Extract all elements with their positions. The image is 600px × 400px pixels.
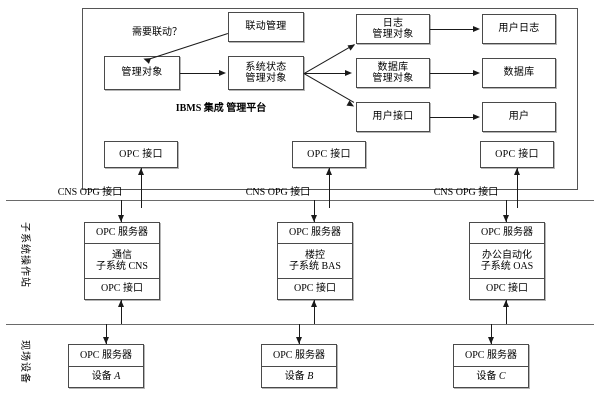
bus-label-mid: CNS OPG 接口 <box>245 187 311 198</box>
bus-label-left: CNS OPG 接口 <box>57 187 123 198</box>
edge-managed-to-system-state <box>180 73 220 74</box>
arrowhead-log-to-user-log <box>473 25 480 32</box>
link-bus-to-opc-3 <box>517 168 518 208</box>
subsystem-name-2: 楼控 子系统 BAS <box>278 243 352 278</box>
arrowhead-field-to-subsystem-2 <box>310 300 317 307</box>
condition-label: 需要联动？ <box>132 27 182 38</box>
edge-dbobj-to-database <box>430 73 474 74</box>
field-bus-line <box>6 324 594 325</box>
node-managed-object: 管理对象 <box>104 56 180 90</box>
arrowhead-bus-to-subsystem-1 <box>117 215 124 222</box>
arrowhead-managed-to-system-state <box>219 69 226 76</box>
subsystem-block-oas: OPC 服务器 办公自动化 子系统 OAS OPC 接口 <box>469 222 545 300</box>
arrowhead-bus-to-opc-1 <box>137 168 144 175</box>
subsystem-opc-label-1: OPC 接口 <box>85 278 159 299</box>
arrowhead-bus-to-opc-2 <box>325 168 332 175</box>
subsystem-name-3: 办公自动化 子系统 OAS <box>470 243 544 278</box>
arrowhead-field-to-subsystem-1 <box>117 300 124 307</box>
arrowhead-state-to-db-object <box>345 69 352 76</box>
platform-opc-interface-2: OPC 接口 <box>292 141 366 168</box>
platform-opc-interface-1: OPC 接口 <box>104 141 178 168</box>
subsystem-opc-label-2: OPC 接口 <box>278 278 352 299</box>
layer-label-subsystem-station: 子系统操作站 <box>19 222 30 288</box>
subsystem-server-label-3: OPC 服务器 <box>481 227 533 239</box>
arrowhead-bus-to-device-2 <box>295 337 302 344</box>
bus-label-right: CNS OPG 接口 <box>433 187 499 198</box>
node-user-interface: 用户接口 <box>356 102 430 132</box>
bus-line-top <box>6 200 594 201</box>
arrowhead-dbobj-to-database <box>473 69 480 76</box>
link-bus-to-subsystem-2 <box>314 200 315 222</box>
node-user: 用户 <box>482 102 556 132</box>
arrowhead-bus-to-device-3 <box>487 337 494 344</box>
subsystem-server-label-1: OPC 服务器 <box>96 227 148 239</box>
link-bus-to-device-2 <box>299 324 300 344</box>
device-block-b: OPC 服务器 设备 B <box>261 344 337 388</box>
edge-log-to-user-log <box>430 29 474 30</box>
node-log-management-object: 日志 管理对象 <box>356 14 430 44</box>
layer-label-field-devices: 现场设备 <box>19 340 30 384</box>
node-database: 数据库 <box>482 58 556 88</box>
link-bus-to-opc-1 <box>141 168 142 208</box>
node-database-management-object: 数据库 管理对象 <box>356 58 430 88</box>
device-block-a: OPC 服务器 设备 A <box>68 344 144 388</box>
node-linkage-management: 联动管理 <box>228 12 304 42</box>
edge-ui-to-user <box>430 117 474 118</box>
link-field-to-subsystem-3 <box>506 300 507 324</box>
subsystem-block-bas: OPC 服务器 楼控 子系统 BAS OPC 接口 <box>277 222 353 300</box>
node-system-state-object: 系统状态 管理对象 <box>228 56 304 90</box>
arrowhead-bus-to-subsystem-2 <box>310 215 317 222</box>
arrowhead-bus-to-opc-3 <box>513 168 520 175</box>
link-bus-to-subsystem-3 <box>506 200 507 222</box>
device-name-1: 设备 A <box>69 366 143 387</box>
device-server-label-3: OPC 服务器 <box>465 349 517 361</box>
device-name-3: 设备 C <box>454 366 528 387</box>
subsystem-server-label-2: OPC 服务器 <box>289 227 341 239</box>
node-user-log: 用户日志 <box>482 14 556 44</box>
device-name-2: 设备 B <box>262 366 336 387</box>
platform-opc-interface-3: OPC 接口 <box>480 141 554 168</box>
subsystem-name-1: 通信 子系统 CNS <box>85 243 159 278</box>
link-bus-to-device-3 <box>491 324 492 344</box>
subsystem-opc-label-3: OPC 接口 <box>470 278 544 299</box>
arrowhead-ui-to-user <box>473 113 480 120</box>
link-bus-to-opc-2 <box>329 168 330 208</box>
link-bus-to-subsystem-1 <box>121 200 122 222</box>
arrowhead-bus-to-subsystem-3 <box>502 215 509 222</box>
link-bus-to-device-1 <box>106 324 107 344</box>
link-field-to-subsystem-1 <box>121 300 122 324</box>
edge-state-to-db-object <box>304 73 346 74</box>
device-block-c: OPC 服务器 设备 C <box>453 344 529 388</box>
platform-caption: IBMS 集成 管理平台 <box>175 103 267 114</box>
arrowhead-bus-to-device-1 <box>102 337 109 344</box>
device-server-label-2: OPC 服务器 <box>273 349 325 361</box>
arrowhead-field-to-subsystem-3 <box>502 300 509 307</box>
subsystem-block-cns: OPC 服务器 通信 子系统 CNS OPC 接口 <box>84 222 160 300</box>
device-server-label-1: OPC 服务器 <box>80 349 132 361</box>
link-field-to-subsystem-2 <box>314 300 315 324</box>
